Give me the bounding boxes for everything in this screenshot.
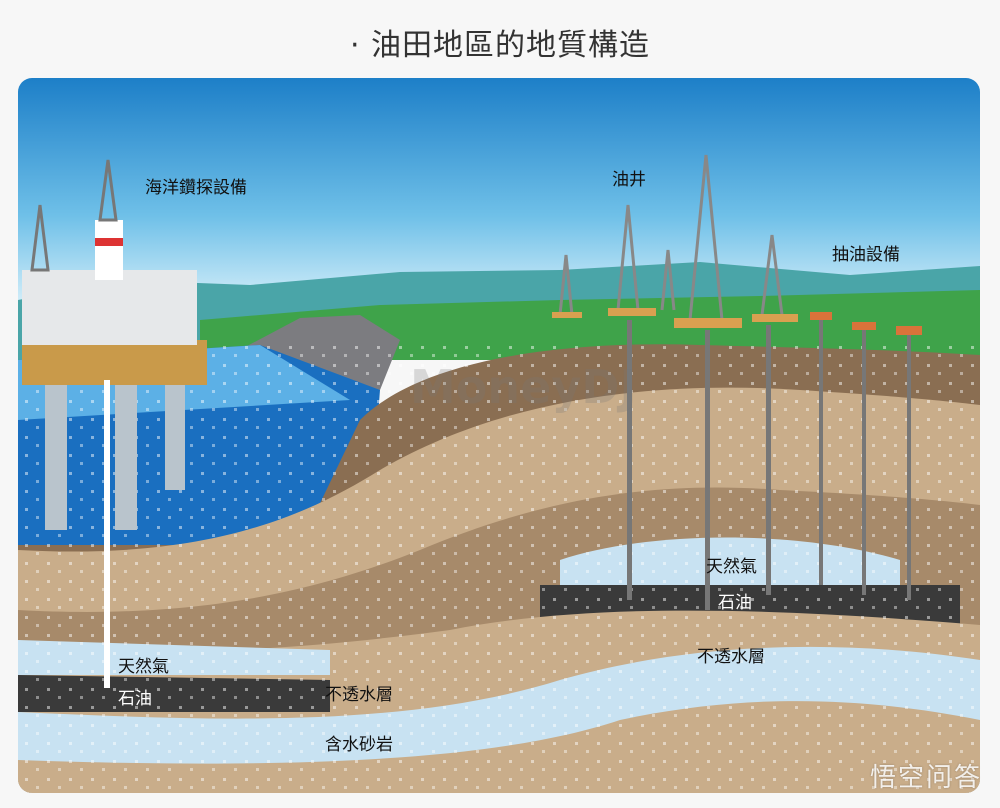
offshore-rig [22,159,207,688]
sky [18,78,980,308]
label-gas-right: 天然氣 [706,557,757,577]
source-logo: 悟空问答 [869,763,982,793]
label-oil-right: 石油 [718,593,752,613]
label-caprock-right: 不透水層 [697,647,765,667]
label-pumping-unit: 抽油設備 [832,245,900,265]
pumping-units [810,312,922,335]
label-oil-well: 油井 [612,170,646,190]
label-gas-left: 天然氣 [118,657,169,677]
label-offshore-rig: 海洋鑽探設備 [145,178,247,198]
watermark: MoneyDJ [410,360,637,414]
well-pipes [627,320,911,610]
diagram-title: · 油田地區的地質構造 [349,28,651,63]
label-aquifer: 含水砂岩 [325,735,393,755]
label-caprock-left: 不透水層 [325,685,393,705]
oil-wells [558,154,784,321]
label-oil-left: 石油 [118,689,152,709]
